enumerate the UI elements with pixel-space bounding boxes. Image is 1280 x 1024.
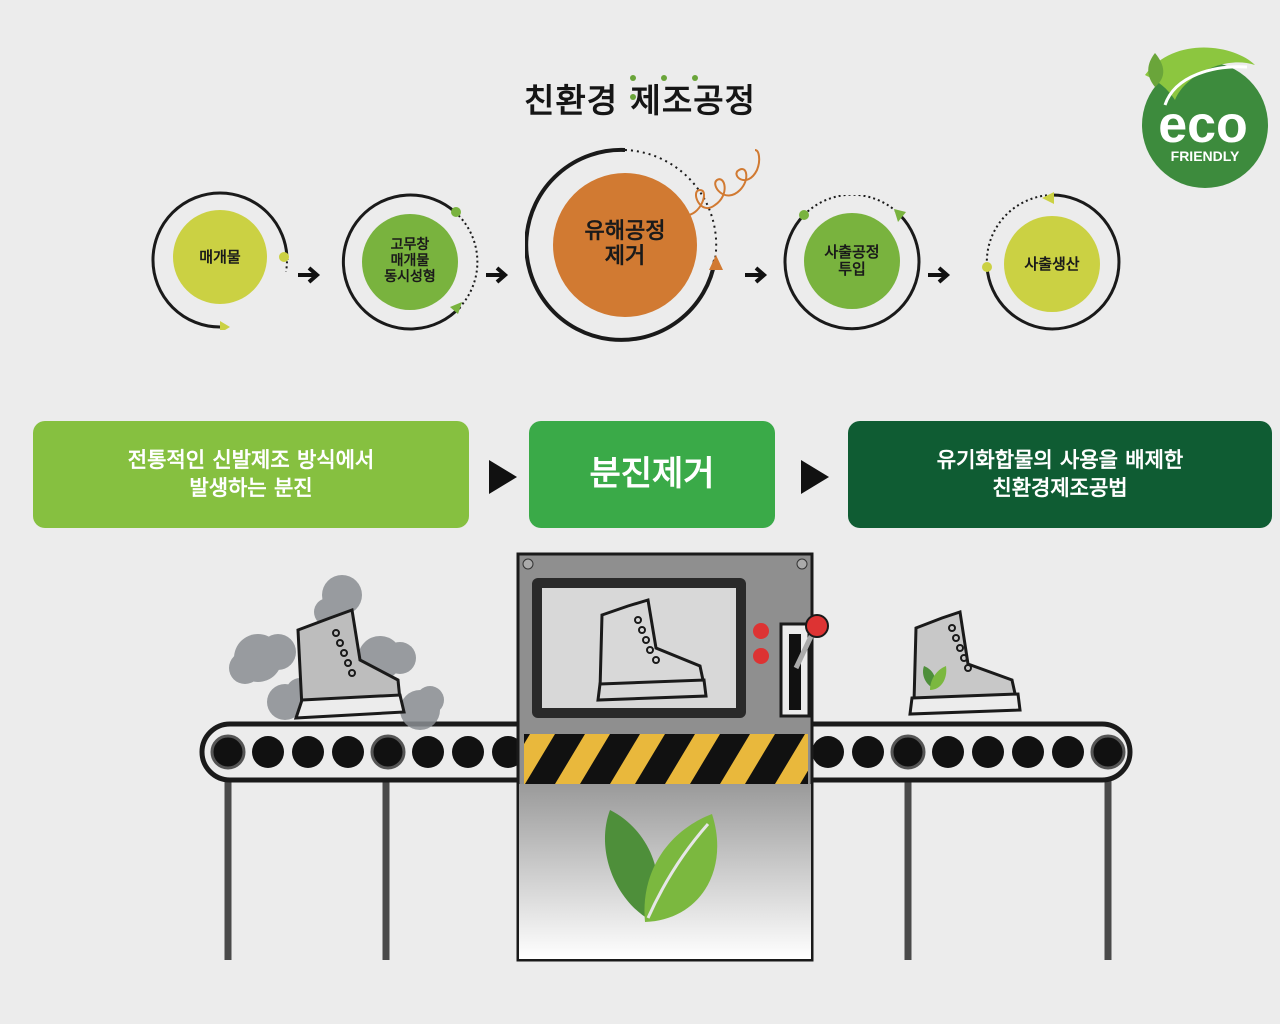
- banner-dust-removal: 분진제거: [529, 421, 775, 528]
- banner-eco-method: 유기화합물의 사용을 배제한 친환경제조공법: [848, 421, 1272, 528]
- page-title: 친환경 제조공정: [523, 81, 756, 120]
- process-step-1: 매개물: [150, 190, 290, 330]
- process-step-2: 고무창 매개물 동시성형: [340, 192, 480, 332]
- arrow-icon: [743, 265, 769, 289]
- arrow-icon: [484, 265, 510, 289]
- process-step-2-label: 고무창 매개물 동시성형: [362, 214, 458, 310]
- friendly-logo-text: FRIENDLY: [1171, 148, 1240, 164]
- process-step-1-label: 매개물: [173, 210, 267, 304]
- process-step-5: 사출생산: [982, 192, 1122, 332]
- conveyor-illustration: [0, 540, 1280, 1020]
- process-step-3: 유해공정 제거: [525, 145, 761, 345]
- arrow-icon: [926, 265, 952, 289]
- boot-screen-icon: [596, 598, 708, 702]
- eco-logo-text: eco: [1158, 96, 1248, 154]
- process-step-3-label: 유해공정 제거: [553, 173, 697, 317]
- arrow-icon: [296, 265, 322, 289]
- triangle-arrow-icon: [801, 460, 831, 498]
- title-dots: [630, 66, 750, 100]
- boot-right-icon: [908, 610, 1022, 716]
- boot-leaf-icon: [923, 666, 947, 690]
- boot-left-icon: [293, 607, 406, 720]
- leaf-icon: [604, 810, 718, 922]
- triangle-arrow-icon: [489, 460, 519, 498]
- eco-friendly-logo: eco FRIENDLY: [1135, 45, 1275, 190]
- banner-traditional-dust: 전통적인 신발제조 방식에서 발생하는 분진: [33, 421, 469, 528]
- process-step-5-label: 사출생산: [1004, 216, 1100, 312]
- process-step-4-label: 사출공정 투입: [804, 213, 900, 309]
- process-step-4: 사출공정 투입: [782, 195, 922, 335]
